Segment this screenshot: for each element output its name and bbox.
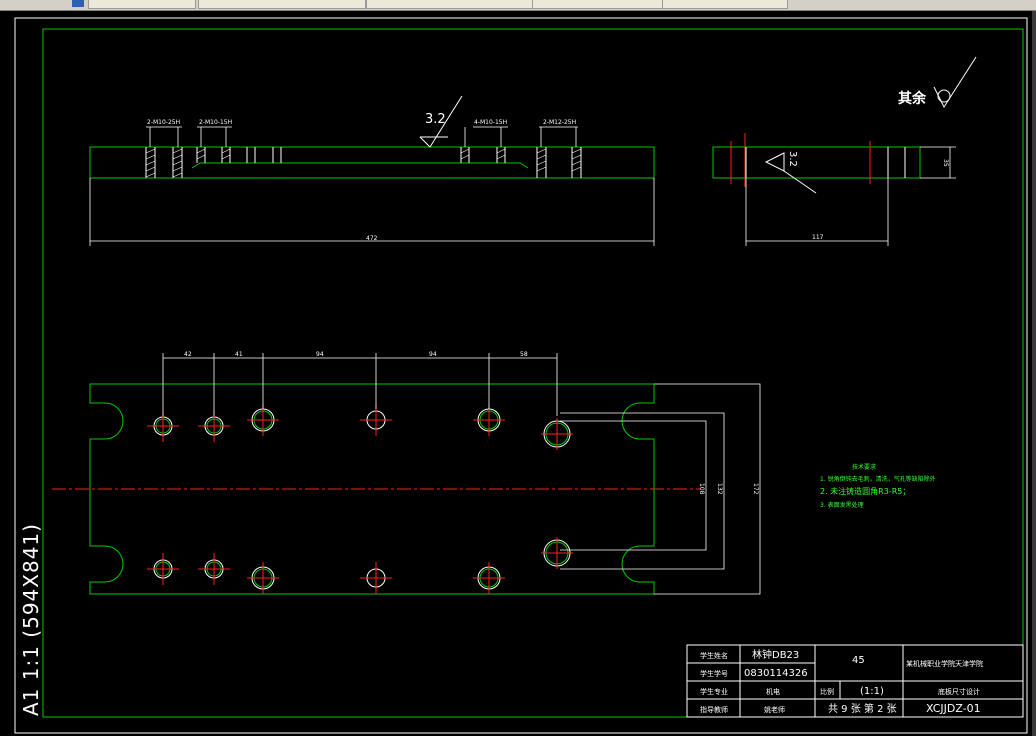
side-view-centerlines (730, 133, 871, 187)
layer-icon[interactable] (72, 0, 84, 7)
hole-note-c: 4-M10-15H (474, 119, 507, 126)
tb-key-1: 学生姓名 (700, 651, 728, 660)
plan-hole (360, 562, 392, 594)
sheet-format-label: A1 1:1 (594X841) (19, 523, 43, 716)
sheet-inner-border (42, 28, 1024, 718)
side-width-dimension (745, 178, 889, 246)
vertical-108: 108 (698, 483, 705, 495)
toolbar-tab-1[interactable] (88, 0, 196, 9)
spacing-58: 58 (520, 351, 528, 358)
side-view-lines (745, 147, 906, 178)
toolbar-tab-2[interactable] (198, 0, 366, 9)
vertical-scrollbar[interactable] (1032, 11, 1036, 736)
plan-hole (247, 562, 279, 594)
plan-hole (147, 553, 179, 585)
tb-material: 45 (852, 655, 865, 666)
tb-scale-label: 比例 (820, 687, 834, 696)
spacing-42: 42 (184, 351, 192, 358)
tb-major: 机电 (766, 687, 780, 696)
tb-key-2: 学生学号 (700, 669, 728, 678)
toolbar-tab-3[interactable] (366, 0, 534, 9)
tb-key-3: 学生专业 (700, 687, 728, 696)
title-block-grid (686, 644, 1024, 718)
plan-hole (360, 404, 392, 436)
tb-student-name: 林钟DB23 (752, 648, 799, 661)
spacing-94-b: 94 (429, 351, 437, 358)
hole-note-b: 2-M10-15H (199, 119, 232, 126)
side-width-value: 117 (812, 234, 824, 241)
hole-note-d: 2-M12-25H (543, 119, 576, 126)
hole-note-a: 2-M10-25H (147, 119, 180, 126)
plan-hole (198, 553, 230, 585)
front-view-leaders (146, 126, 578, 147)
tb-student-id: 0830114326 (744, 668, 808, 679)
plan-hole (473, 562, 505, 594)
side-view (712, 146, 921, 179)
tb-key-4: 指导教师 (700, 705, 728, 714)
roughness-symbol-front (419, 95, 463, 148)
front-view (89, 146, 655, 179)
roughness-value-front: 3.2 (425, 112, 446, 127)
tech-note-3: 3. 表面发黑处理 (820, 501, 864, 509)
toolbar-tab-5[interactable] (662, 0, 788, 9)
tb-scale: (1:1) (860, 686, 884, 697)
tech-notes-title: 技术要求 (852, 463, 876, 471)
plan-hole (541, 537, 573, 569)
plan-hole (541, 418, 573, 450)
drawing-canvas[interactable]: A1 1:1 (594X841) 2-M10-25H 2-M10-15H 4-M… (0, 11, 1036, 736)
toolbar-tab-4[interactable] (532, 0, 664, 9)
plan-spacing-dimensions (162, 353, 558, 416)
plan-vertical-dimensions (560, 383, 761, 595)
vertical-132: 132 (716, 483, 723, 495)
side-thickness-value: 35 (942, 159, 949, 167)
sheet-outer-border (14, 17, 1028, 734)
tb-sheets: 共 9 张 第 2 张 (828, 702, 897, 715)
plan-view-holes (147, 404, 573, 594)
general-roughness-symbol (933, 56, 977, 109)
overall-length-value: 472 (366, 235, 378, 242)
tech-note-2: 2. 未注铸造圆角R3-R5； (820, 486, 910, 496)
tb-advisor: 姚老师 (764, 705, 785, 714)
tb-part-name: 底板尺寸设计 (938, 687, 980, 696)
general-roughness-label: 其余 (898, 90, 927, 107)
roughness-symbol-side (764, 152, 817, 194)
autocad-toolbar-strip (0, 0, 1036, 11)
side-thickness-dimension (920, 146, 956, 179)
overall-length-dimension (89, 178, 655, 246)
roughness-value-side: 3.2 (787, 151, 798, 167)
tech-note-1: 1. 锐角倒钝去毛刺，清洗，气孔等缺陷除外 (820, 475, 936, 483)
front-view-hatching (145, 148, 582, 178)
spacing-41: 41 (235, 351, 243, 358)
vertical-172: 172 (752, 483, 759, 495)
tb-code: XCJJDZ-01 (926, 702, 981, 715)
tb-school: 某机械职业学院天津学院 (906, 659, 983, 668)
spacing-94-a: 94 (316, 351, 324, 358)
